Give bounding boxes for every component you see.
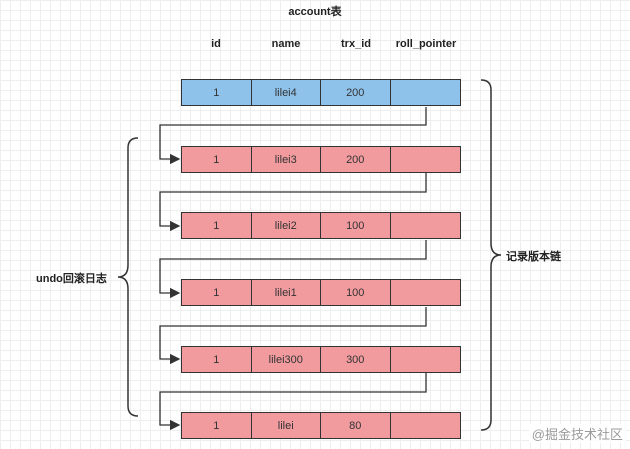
table-title: account表 xyxy=(288,6,342,18)
undo-record-row: 1 lilei300 300 xyxy=(181,346,461,373)
cell-trx-id: 100 xyxy=(321,213,391,238)
connector-arrow xyxy=(159,173,427,232)
cell-name: lilei2 xyxy=(252,213,321,238)
undo-record-row: 1 lilei 80 xyxy=(181,412,461,439)
cell-name: lilei300 xyxy=(252,347,321,372)
cell-roll-pointer xyxy=(391,413,461,438)
left-brace xyxy=(117,137,139,417)
cell-trx-id: 100 xyxy=(321,280,391,305)
column-header-name: name xyxy=(271,38,301,50)
version-chain-label: 记录版本链 xyxy=(506,251,561,263)
column-header-roll-pointer: roll_pointer xyxy=(395,38,457,50)
cell-trx-id: 300 xyxy=(321,347,391,372)
cell-roll-pointer xyxy=(391,347,461,372)
cell-id: 1 xyxy=(182,280,252,305)
cell-name: lilei4 xyxy=(252,80,321,105)
cell-name: lilei3 xyxy=(252,147,321,172)
cell-id: 1 xyxy=(182,213,252,238)
undo-record-row: 1 lilei2 100 xyxy=(181,212,461,239)
cell-id: 1 xyxy=(182,347,252,372)
undo-record-row: 1 lilei3 200 xyxy=(181,146,461,173)
watermark: @掘金技术社区 xyxy=(528,424,626,443)
cell-name: lilei xyxy=(252,413,321,438)
cell-trx-id: 200 xyxy=(321,80,391,105)
connector-arrow xyxy=(159,240,427,299)
connector-arrow xyxy=(159,373,427,431)
cell-trx-id: 80 xyxy=(321,413,391,438)
connector-arrow xyxy=(159,107,427,165)
cell-id: 1 xyxy=(182,80,252,105)
cell-id: 1 xyxy=(182,147,252,172)
cell-trx-id: 200 xyxy=(321,147,391,172)
connector-arrow xyxy=(159,307,427,365)
right-brace xyxy=(480,79,502,431)
cell-roll-pointer xyxy=(391,280,461,305)
undo-record-row: 1 lilei1 100 xyxy=(181,279,461,306)
cell-id: 1 xyxy=(182,413,252,438)
cell-roll-pointer xyxy=(391,80,461,105)
column-header-id: id xyxy=(211,38,221,50)
cell-roll-pointer xyxy=(391,213,461,238)
cell-roll-pointer xyxy=(391,147,461,172)
column-header-trx-id: trx_id xyxy=(341,38,371,50)
current-record-row: 1 lilei4 200 xyxy=(181,79,461,106)
cell-name: lilei1 xyxy=(252,280,321,305)
undo-log-label: undo回滚日志 xyxy=(36,273,107,285)
